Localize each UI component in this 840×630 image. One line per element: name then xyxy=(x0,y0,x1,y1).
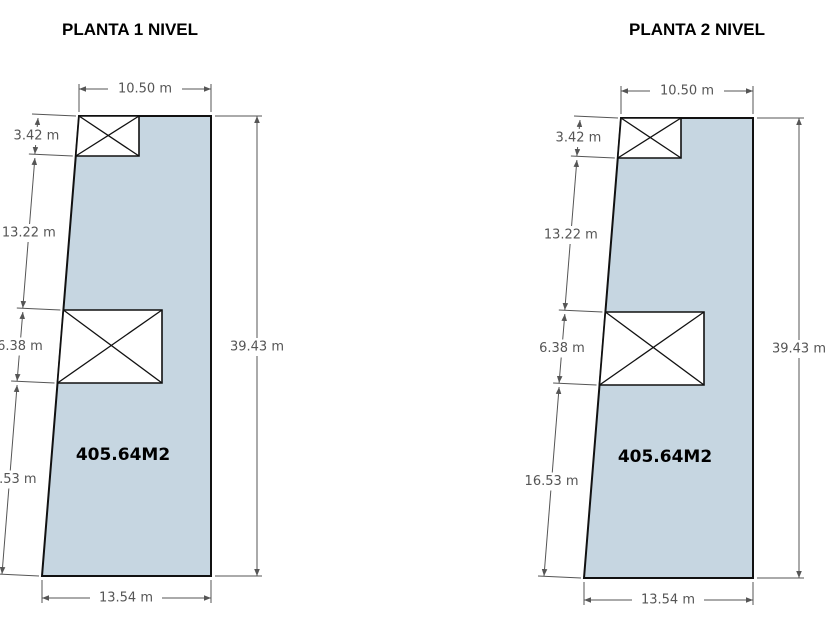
label-bg xyxy=(632,592,704,608)
dim-right-label: 39.43 m xyxy=(230,340,284,355)
plan-2-title: PLANTA 2 NIVEL xyxy=(628,20,766,39)
plan-2: 10.50 m 13.54 m 39.43 m 3.42 m 13.22 m 6.38 m… xyxy=(521,83,834,608)
label-bg xyxy=(521,472,582,491)
label-bg xyxy=(108,81,182,97)
extension-line xyxy=(11,380,55,384)
dim-bottom-label: 13.54 m xyxy=(641,593,695,608)
label-bg xyxy=(531,339,592,358)
void-large-cross xyxy=(605,311,705,386)
dim-left-label-3: 6.38 m xyxy=(0,339,43,354)
dim-left-label-2: 13.22 m xyxy=(2,226,56,241)
void-large-cross xyxy=(599,311,705,386)
dim-left-label-1: 3.42 m xyxy=(556,131,602,146)
dim-left-label-4: 16.53 m xyxy=(0,472,37,487)
dim-right-label: 39.43 m xyxy=(772,342,826,357)
label-bg xyxy=(650,83,724,99)
void-small-cross xyxy=(75,115,140,157)
dim-left-label-1: 3.42 m xyxy=(14,129,60,144)
extension-line xyxy=(558,309,603,313)
extension-line xyxy=(16,307,61,311)
label-bg xyxy=(548,129,609,147)
plan-1-title: PLANTA 1 NIVEL xyxy=(61,20,199,39)
extension-line xyxy=(573,115,619,119)
label-bg xyxy=(6,127,67,145)
dim-bottom-label: 13.54 m xyxy=(99,591,153,606)
dim-top-label: 10.50 m xyxy=(660,84,714,99)
dim-left-label-4: 16.53 m xyxy=(525,474,579,489)
label-bg xyxy=(0,224,59,242)
label-bg xyxy=(90,590,162,606)
void-small-cross xyxy=(620,117,682,159)
void-large-cross xyxy=(63,309,163,384)
label-bg xyxy=(222,338,292,356)
void-small-cross xyxy=(617,117,682,159)
label-bg xyxy=(540,226,601,244)
area-label: 405.64M2 xyxy=(618,447,712,467)
void-small-cross xyxy=(78,115,140,157)
extension-line xyxy=(553,382,597,386)
void-large-cross xyxy=(57,309,163,384)
extension-line xyxy=(0,573,40,577)
dim-left-label-2: 13.22 m xyxy=(544,228,598,243)
area-label: 405.64M2 xyxy=(76,445,170,465)
extension-line xyxy=(537,575,582,579)
label-bg xyxy=(0,470,40,489)
label-bg xyxy=(764,340,834,358)
extension-line xyxy=(570,155,615,159)
label-bg xyxy=(0,337,50,356)
dim-left-label-3: 6.38 m xyxy=(539,341,585,356)
plan-1: 10.50 m 13.54 m 39.43 m 3.42 m 13.22 m 6.38 m… xyxy=(0,81,292,606)
extension-line xyxy=(31,113,77,117)
dim-top-label: 10.50 m xyxy=(118,82,172,97)
extension-line xyxy=(28,153,73,157)
